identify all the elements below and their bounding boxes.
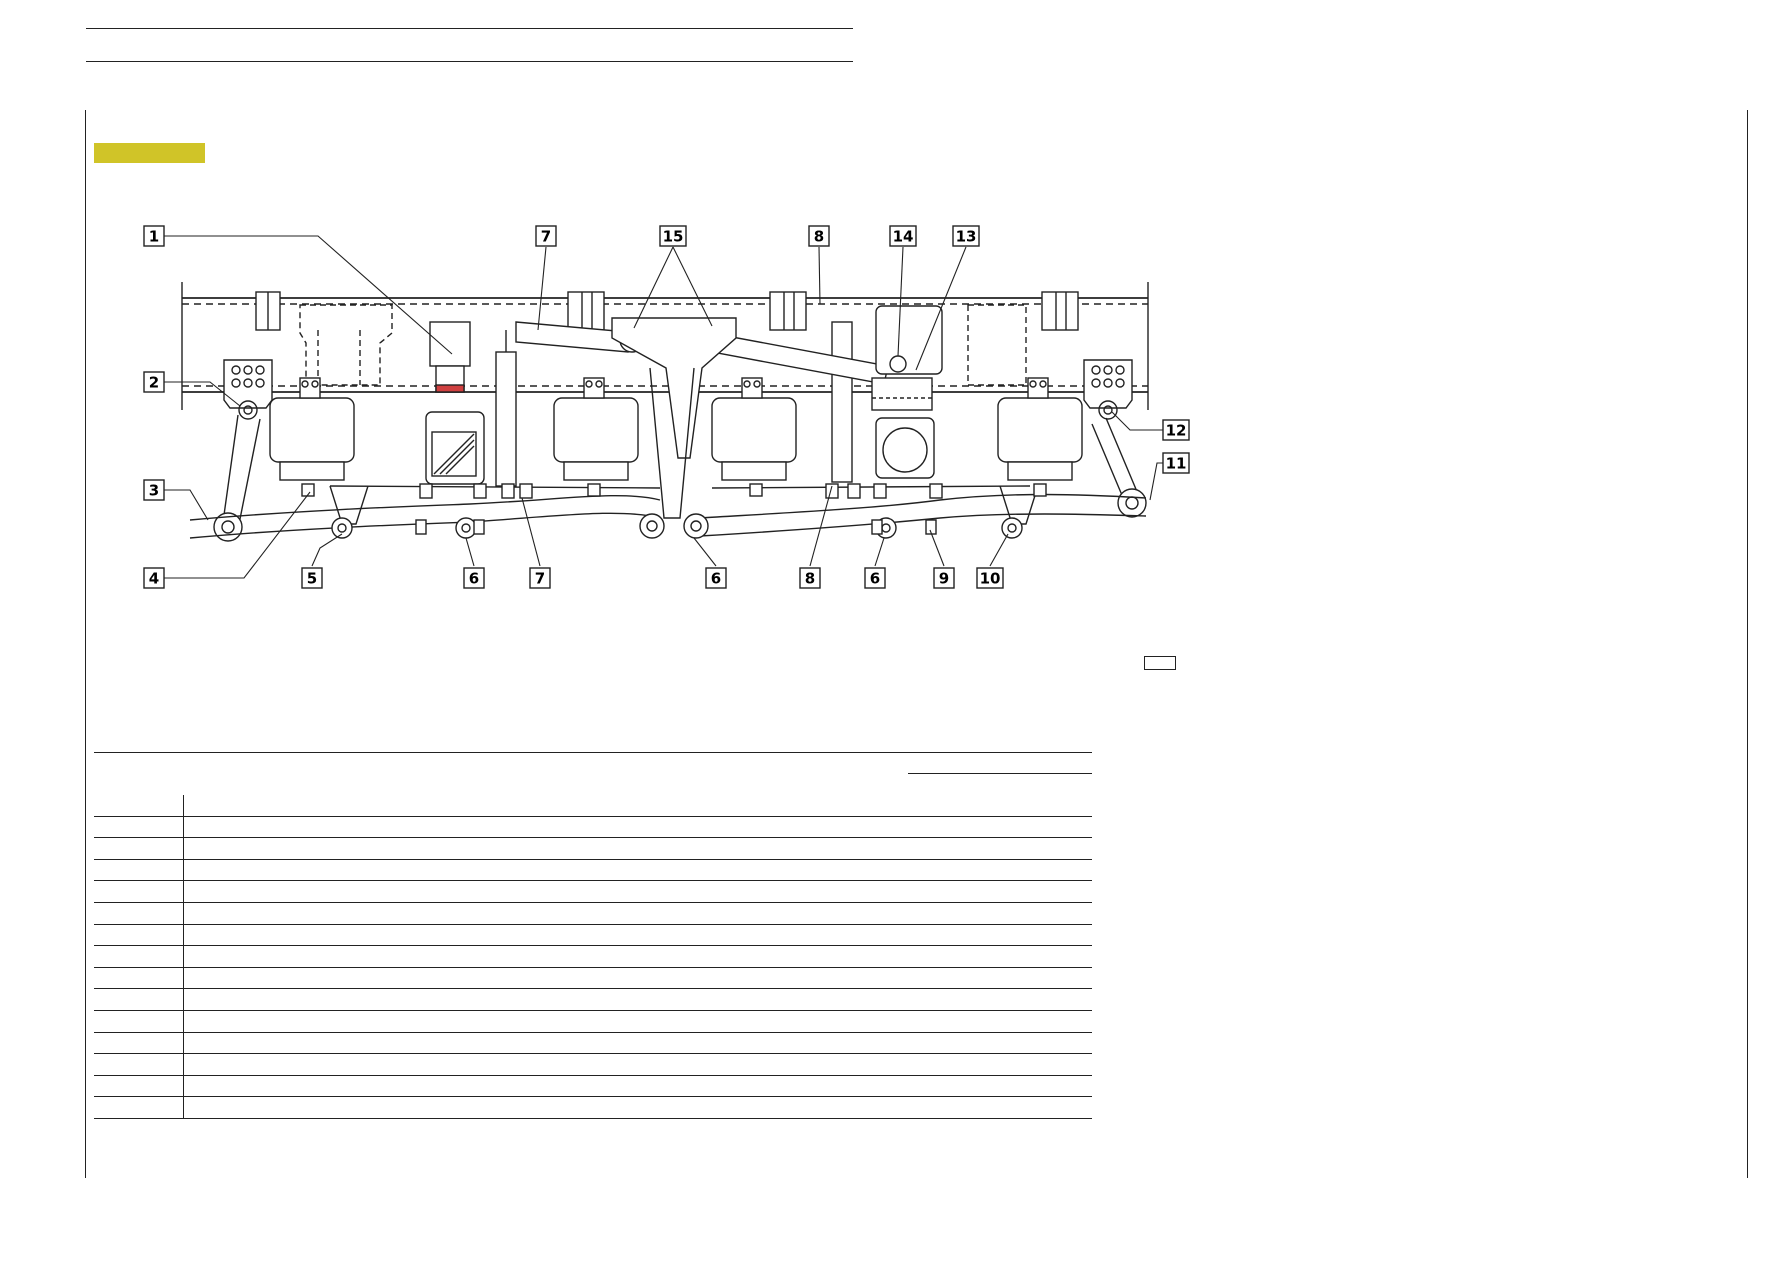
table-cell-ref — [94, 967, 184, 990]
callout-10: 10 — [976, 567, 1004, 589]
table-cell-ref — [94, 945, 184, 968]
table-row — [94, 1053, 1092, 1076]
callout-label: 8 — [814, 228, 824, 246]
callout-label: 6 — [469, 570, 479, 588]
callout-3: 3 — [143, 479, 165, 501]
table-cell-description — [183, 1096, 1092, 1119]
table-row — [94, 1075, 1092, 1098]
table-cell-ref — [94, 924, 184, 947]
table-cell-ref — [94, 837, 184, 860]
table-row — [94, 859, 1092, 882]
callout-label: 7 — [535, 570, 545, 588]
table-cell-description — [183, 1075, 1092, 1098]
table-cell-ref — [94, 859, 184, 882]
callout-label: 6 — [870, 570, 880, 588]
callout-14: 14 — [889, 225, 917, 247]
callout-label: 3 — [149, 482, 159, 500]
table-row — [94, 924, 1092, 947]
callout-15: 15 — [659, 225, 687, 247]
callout-4: 4 — [143, 567, 165, 589]
callout-label: 11 — [1166, 455, 1187, 473]
callout-label: 15 — [663, 228, 684, 246]
table-row — [94, 1032, 1092, 1055]
section-highlight-tag — [94, 143, 205, 163]
table-cell-description — [183, 902, 1092, 925]
table-cell-ref — [94, 1075, 184, 1098]
callout-label: 13 — [956, 228, 977, 246]
callout-1: 1 — [143, 225, 165, 247]
table-row — [94, 1010, 1092, 1033]
table-row — [94, 945, 1092, 968]
table-cell-description — [183, 816, 1092, 839]
table-cell-description — [183, 1010, 1092, 1033]
callout-2: 2 — [143, 371, 165, 393]
table-row — [94, 816, 1092, 839]
table-top-rule — [94, 752, 1092, 753]
callout-6: 6 — [705, 567, 727, 589]
callout-13: 13 — [952, 225, 980, 247]
table-cell-description — [183, 945, 1092, 968]
table-row — [94, 902, 1092, 925]
table-cell-description — [183, 924, 1092, 947]
callout-label: 6 — [711, 570, 721, 588]
callout-label: 5 — [307, 570, 317, 588]
callout-11: 11 — [1162, 452, 1190, 474]
callout-label: 12 — [1166, 422, 1187, 440]
callout-9: 9 — [933, 567, 955, 589]
table-cell-description — [183, 837, 1092, 860]
table-cell-description — [183, 1032, 1092, 1055]
callout-label: 9 — [939, 570, 949, 588]
table-row — [94, 988, 1092, 1011]
table-cell-description — [183, 859, 1092, 882]
reference-box — [1144, 656, 1176, 670]
table-cell-ref — [94, 1010, 184, 1033]
callout-7: 7 — [529, 567, 551, 589]
table-row — [94, 967, 1092, 990]
table-cell-ref — [94, 795, 184, 817]
callout-label: 2 — [149, 374, 159, 392]
right-margin-rule — [1747, 110, 1748, 1178]
header-rule-top — [86, 28, 853, 29]
callout-7: 7 — [535, 225, 557, 247]
callout-6: 6 — [864, 567, 886, 589]
table-cell-ref — [94, 1096, 184, 1119]
table-cell-description — [183, 795, 1092, 817]
table-cell-ref — [94, 880, 184, 903]
table-row — [94, 837, 1092, 860]
table-cell-description — [183, 988, 1092, 1011]
callout-label: 4 — [149, 570, 159, 588]
callout-5: 5 — [301, 567, 323, 589]
callout-8: 8 — [808, 225, 830, 247]
table-row — [94, 880, 1092, 903]
callout-6: 6 — [463, 567, 485, 589]
table-cell-ref — [94, 1032, 184, 1055]
table-cell-description — [183, 967, 1092, 990]
parts-table — [94, 795, 1092, 1119]
callout-label: 10 — [980, 570, 1001, 588]
callout-label: 8 — [805, 570, 815, 588]
table-subhead-rule — [908, 773, 1092, 774]
table-row — [94, 1096, 1092, 1119]
table-cell-description — [183, 880, 1092, 903]
callout-label: 1 — [149, 228, 159, 246]
table-cell-description — [183, 1053, 1092, 1076]
callout-label: 7 — [541, 228, 551, 246]
table-cell-ref — [94, 1053, 184, 1076]
table-row — [94, 795, 1092, 817]
callout-12: 12 — [1162, 419, 1190, 441]
callout-8: 8 — [799, 567, 821, 589]
table-cell-ref — [94, 988, 184, 1011]
callout-label: 14 — [893, 228, 914, 246]
header-rule-bottom — [86, 61, 853, 62]
table-cell-ref — [94, 816, 184, 839]
table-cell-ref — [94, 902, 184, 925]
left-margin-rule — [85, 110, 86, 1178]
